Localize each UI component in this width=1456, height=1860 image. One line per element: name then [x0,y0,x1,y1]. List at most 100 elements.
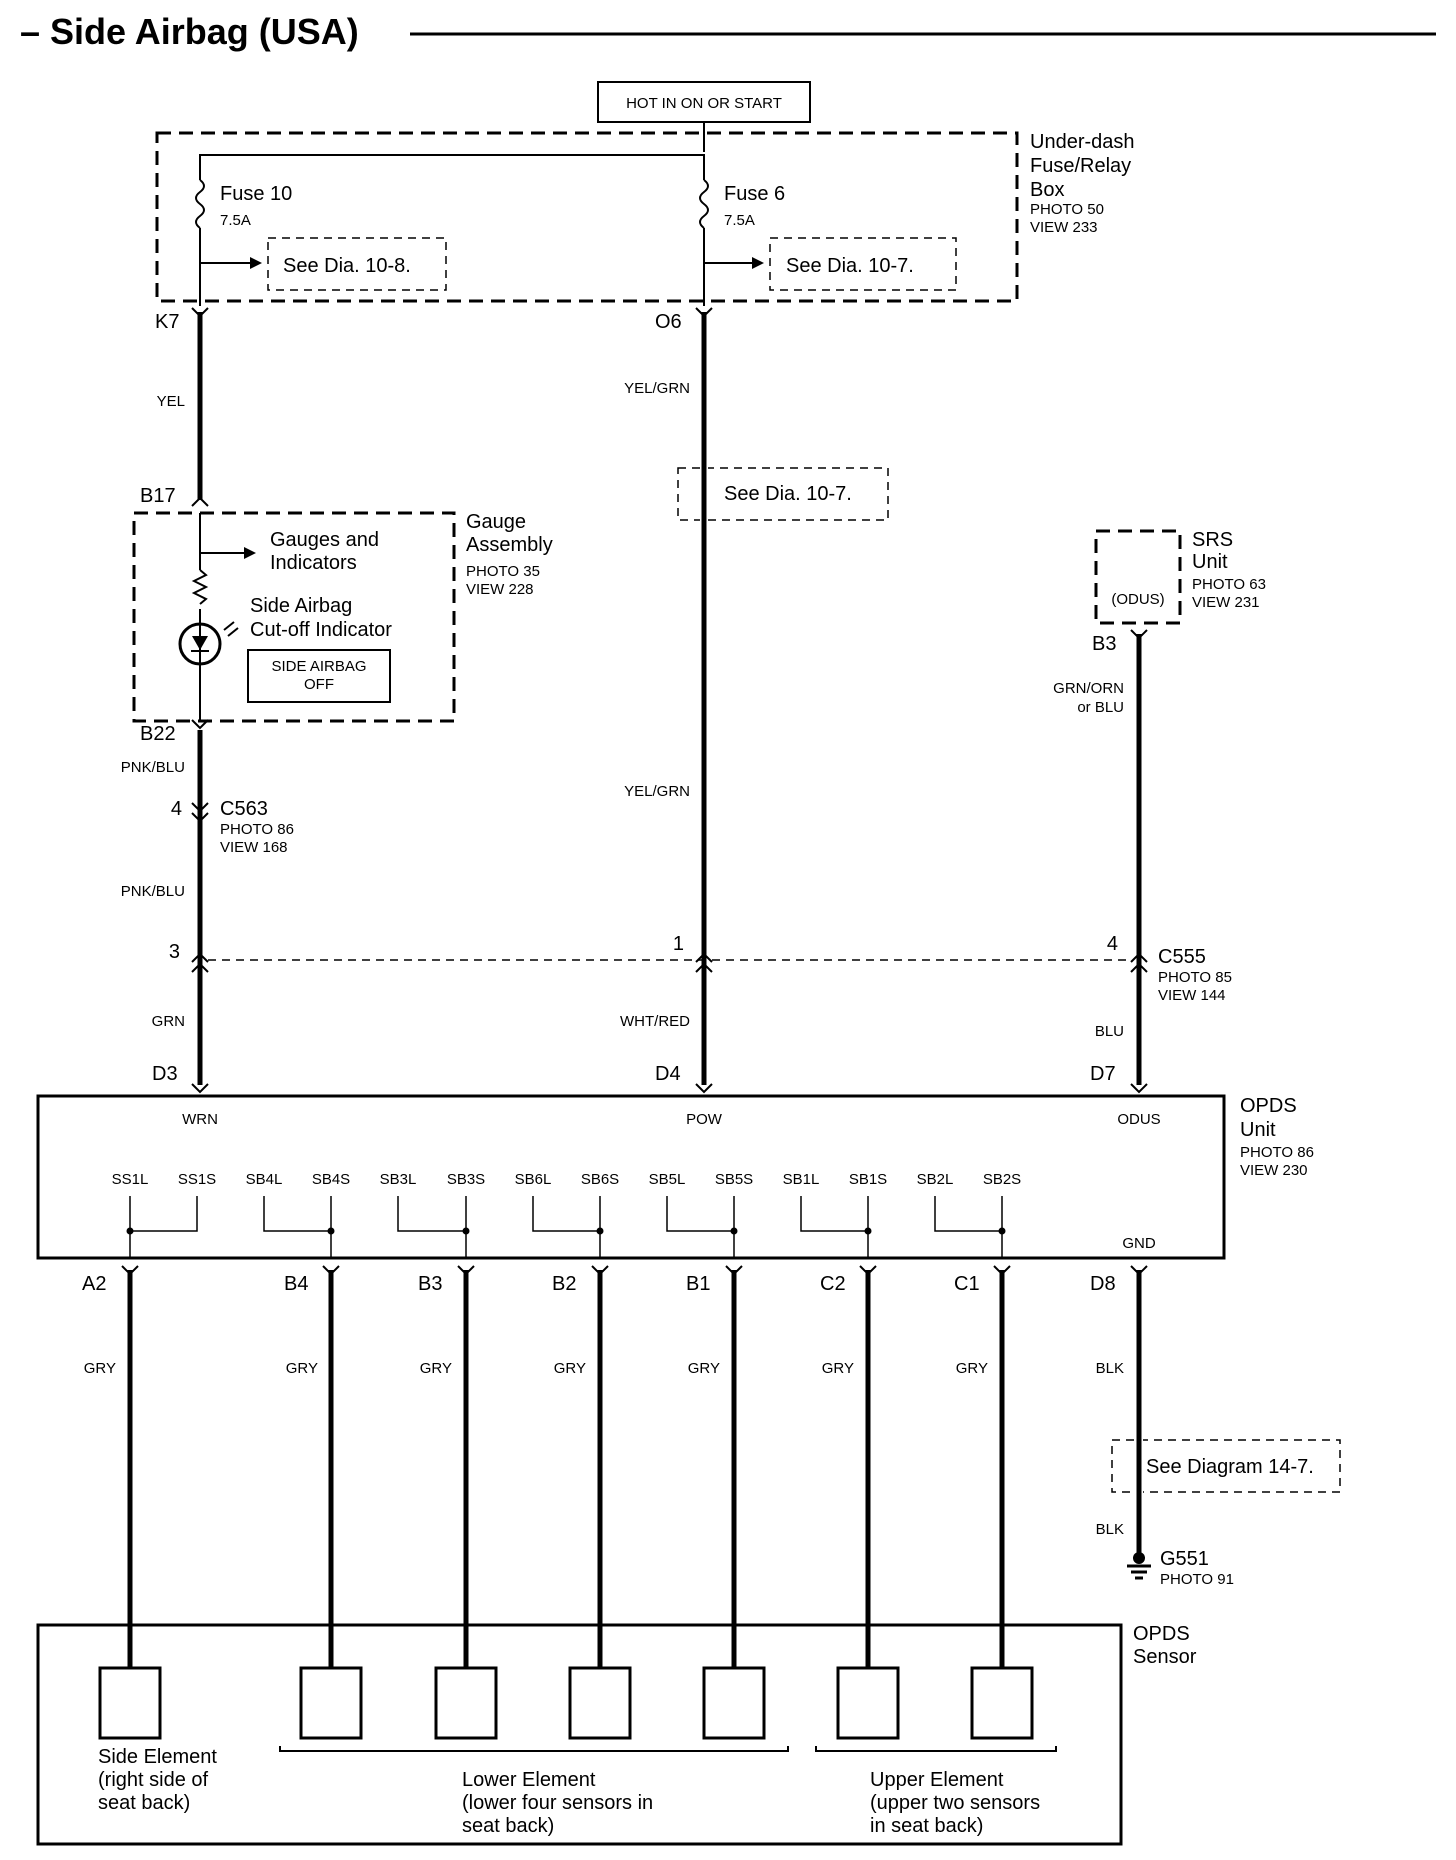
wire-gry-6: GRY [822,1360,854,1377]
gauge-photo: PHOTO 35 [466,563,540,580]
wire-orblu: or BLU [1077,699,1124,716]
terminal-label: SB2L [917,1171,954,1188]
conn-d7-icon [1130,1083,1148,1094]
fuse6-see: See Dia. 10-7. [786,255,914,277]
pin-b4: B4 [284,1273,308,1295]
indicator-label-1: Side Airbag [250,595,352,617]
wire-yelgrn-2: YEL/GRN [624,783,690,800]
wire-blk-2: BLK [1096,1521,1124,1538]
gnd-see: See Diagram 14-7. [1146,1456,1314,1478]
pin-c563-4: 4 [171,798,182,820]
opds-wrn: WRN [182,1111,218,1128]
fuse6-name: Fuse 6 [724,183,785,205]
light-rays-icon [223,621,239,637]
srs-view: VIEW 231 [1192,594,1260,611]
resistor-icon [191,569,209,605]
pin-k7: K7 [155,311,179,333]
terminal-label: SB5S [715,1171,753,1188]
lower-element-bracket [279,1746,789,1752]
conn-c555-4-icon [1130,952,1148,973]
gauge-name-1: Gauge [466,511,526,533]
page-title: – Side Airbag (USA) [20,11,359,52]
opds-sensor-name-2: Sensor [1133,1646,1197,1668]
g551-photo: PHOTO 91 [1160,1571,1234,1588]
fuse-box-name-2: Fuse/Relay [1030,155,1131,177]
conn-b17-icon [191,496,209,507]
pin-c555-4: 4 [1107,933,1118,955]
wire-grn: GRN [152,1013,185,1030]
pin-d4: D4 [655,1063,681,1085]
opds-pow: POW [686,1111,723,1128]
terminal-label: SB4L [246,1171,283,1188]
pin-b1: B1 [686,1273,710,1295]
pin-o6: O6 [655,311,682,333]
fuse-box-outline [155,131,1019,303]
opds-gnd: GND [1122,1235,1156,1252]
pin-b22: B22 [140,723,176,745]
pin-d8: D8 [1090,1273,1116,1295]
c563-name: C563 [220,798,268,820]
terminal-label: SB2S [983,1171,1021,1188]
wire-yel-label: YEL [157,393,185,410]
fuse10-rating: 7.5A [220,212,251,229]
pin-c1: C1 [954,1273,980,1295]
opds-sensor-outline [36,1623,1123,1846]
terminal-label: SB3S [447,1171,485,1188]
terminal-label: SB6L [515,1171,552,1188]
pin-b3: B3 [1092,633,1116,655]
fuse6-see-box [769,237,957,291]
c555-view: VIEW 144 [1158,987,1226,1004]
upper-element-bracket [815,1746,1057,1752]
wire-gry-2: GRY [286,1360,318,1377]
terminal-label: SB1S [849,1171,887,1188]
opds-unit-outline [36,1094,1226,1260]
mid-see-box [677,467,889,521]
c563-photo: PHOTO 86 [220,821,294,838]
lower-element-1: Lower Element [462,1769,596,1791]
pin-c555-1: 1 [673,933,684,955]
srs-name-2: Unit [1192,551,1228,573]
g551-name: G551 [1160,1548,1209,1570]
conn-c563-icon [191,802,209,823]
wire-blk-1: BLK [1096,1360,1124,1377]
c555-photo: PHOTO 85 [1158,969,1232,986]
fuse-box-name-3: Box [1030,179,1064,201]
ground-icon [1127,1552,1151,1580]
gnd-see-box [1111,1439,1341,1493]
lower-connector-icons [121,1265,1148,1276]
opds-unit-view: VIEW 230 [1240,1162,1308,1179]
upper-element-2: (upper two sensors [870,1792,1040,1814]
gauge-assembly-outline [132,511,456,723]
fuse10-see: See Dia. 10-8. [283,255,411,277]
fuse10-symbol [195,179,205,229]
pin-c2: C2 [820,1273,846,1295]
fuse10-arrow-icon [250,257,262,269]
fuse6-symbol [699,179,709,229]
conn-d4-icon [695,1083,713,1094]
gauge-name-2: Assembly [466,534,553,556]
conn-d3-icon [191,1083,209,1094]
mid-see: See Dia. 10-7. [724,483,852,505]
wire-gry-3: GRY [420,1360,452,1377]
lamp-label-2: OFF [304,676,334,693]
lower-element-3: seat back) [462,1815,554,1837]
opds-odus: ODUS [1117,1111,1160,1128]
side-element-3: seat back) [98,1792,190,1814]
wire-pnkblu-1: PNK/BLU [121,759,185,776]
terminal-label: SB1L [783,1171,820,1188]
gauges-label-1: Gauges and [270,529,379,551]
opds-sensor-name-1: OPDS [1133,1623,1190,1645]
terminal-label: SS1S [178,1171,216,1188]
opds-terminal-brackets [129,1196,1003,1258]
wire-grnorn: GRN/ORN [1053,680,1124,697]
side-element-1: Side Element [98,1746,217,1768]
wire-blu: BLU [1095,1023,1124,1040]
gry-wires [127,1270,1005,1668]
wire-gry-7: GRY [956,1360,988,1377]
lamp-label-1: SIDE AIRBAG [271,658,366,675]
pin-b3-lower: B3 [418,1273,442,1295]
wire-gry-5: GRY [688,1360,720,1377]
hot-label: HOT IN ON OR START [626,95,782,112]
opds-terminal-labels: SS1L SS1S SB4L SB4S SB3L SB3S SB6L SB6S … [112,1171,1022,1188]
